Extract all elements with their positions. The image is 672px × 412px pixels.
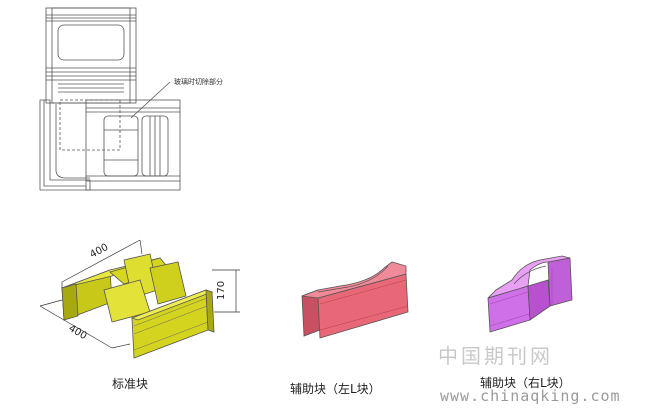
plan-view <box>39 7 181 191</box>
plan-right-ribs <box>104 116 161 176</box>
plan-left-l-curve <box>55 104 90 179</box>
dim-height-value: 170 <box>216 281 227 300</box>
dim-top-line <box>61 239 141 283</box>
std-front-wall-end <box>205 289 215 333</box>
plan-right-cavity-left <box>103 115 139 177</box>
left-l-block <box>301 261 409 339</box>
right-l-grooves <box>489 268 553 327</box>
plan-right-block <box>85 99 181 191</box>
std-left-wall-end <box>61 283 79 321</box>
left-l-top-face <box>301 261 407 299</box>
plan-annotation: 玻璃时切除部分 <box>174 77 223 86</box>
caption-left-l-block: 辅助块（左L块） <box>290 382 381 396</box>
plan-upper-cavity <box>57 24 125 61</box>
plan-upper-block-inner <box>51 7 131 104</box>
plan-upper-ribs <box>46 14 136 93</box>
left-l-grooves <box>319 279 409 331</box>
right-l-inner-curve <box>513 265 547 285</box>
right-l-top-face <box>487 255 571 299</box>
standard-block <box>61 253 215 359</box>
plan-upper-block <box>45 7 137 104</box>
right-l-block <box>487 255 573 333</box>
dim-side-line <box>39 305 113 349</box>
std-dimension-lines <box>39 239 240 349</box>
left-l-top-curve <box>317 265 389 293</box>
right-l-side-face <box>547 257 573 307</box>
plan-cut-area <box>59 99 121 151</box>
plan-left-l-inner <box>43 100 86 187</box>
right-l-corner-face <box>527 279 551 321</box>
caption-standard-block: 标准块 <box>112 377 149 391</box>
plan-leader-line <box>130 81 171 119</box>
watermark-cn: 中国期刊网 <box>438 344 553 368</box>
std-inner-rib-2 <box>149 261 187 305</box>
plan-left-l <box>39 99 91 191</box>
dim-side-value: 400 <box>67 323 89 342</box>
std-front-grooves <box>133 297 209 351</box>
watermark-url: www.chinaqking.com <box>440 387 621 405</box>
caption-right-l-block: 辅助块（右L块） <box>480 376 571 390</box>
